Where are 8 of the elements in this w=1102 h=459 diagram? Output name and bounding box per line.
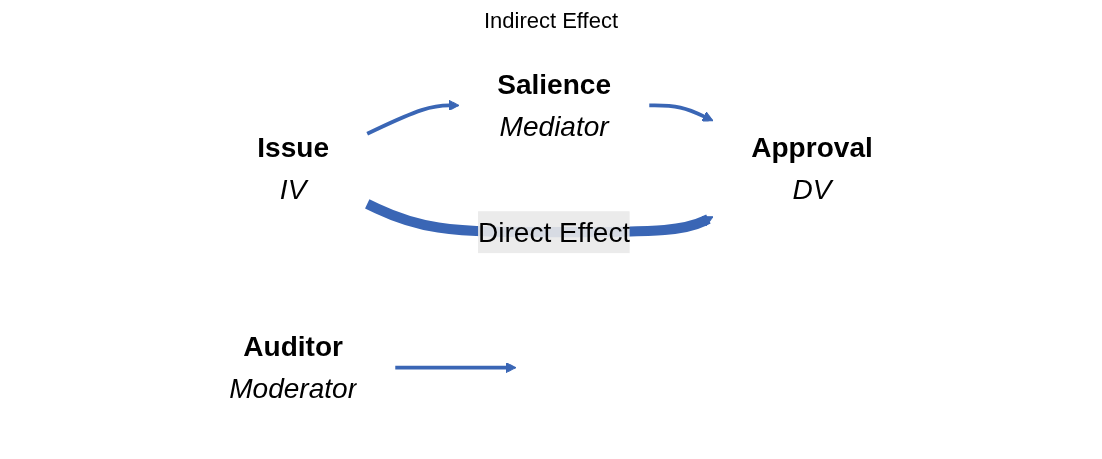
variable-label: Salience Mediator — [497, 68, 612, 143]
variable-label: Approval DV — [751, 131, 873, 206]
arrow — [366, 99, 460, 136]
edge-label: Direct Effect — [478, 211, 631, 254]
effect-label: Indirect Effect — [483, 8, 619, 34]
arrow — [649, 103, 714, 122]
variable-label: Issue IV — [257, 131, 329, 206]
arrow — [395, 362, 517, 374]
